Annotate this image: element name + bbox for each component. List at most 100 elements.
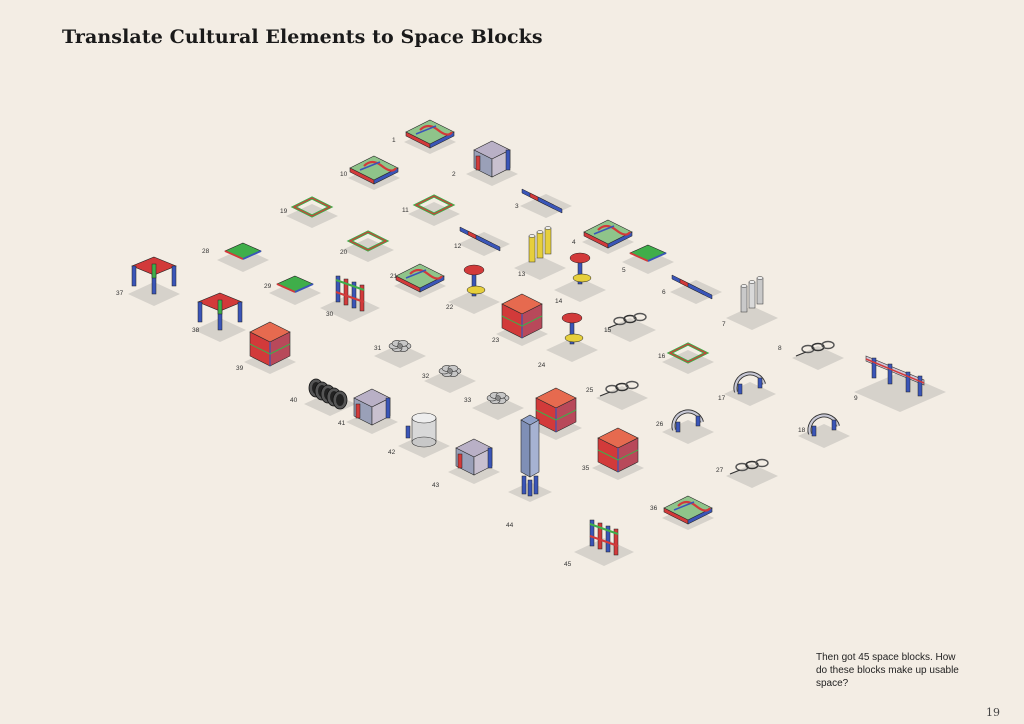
- block-shadow: [554, 278, 606, 302]
- space-block-15: [604, 312, 656, 342]
- block-shadow: [726, 464, 778, 488]
- page-title: Translate Cultural Elements to Space Blo…: [62, 26, 543, 48]
- block-number-label: 40: [290, 397, 298, 404]
- space-block-16: [662, 342, 714, 374]
- block-number-label: 16: [658, 353, 666, 360]
- block-shadow: [792, 346, 844, 370]
- space-block-43: [448, 438, 500, 484]
- space-block-5: [622, 244, 674, 274]
- block-shadow: [448, 290, 500, 314]
- space-block-17: [724, 371, 776, 406]
- space-block-41: [346, 388, 398, 434]
- space-block-34: [530, 387, 582, 440]
- space-block-26: [662, 409, 714, 444]
- space-block-31: [374, 340, 426, 368]
- block-number-label: 17: [718, 395, 726, 402]
- space-block-23: [496, 293, 548, 346]
- block-number-label: 13: [518, 271, 526, 278]
- block-number-label: 33: [464, 397, 472, 404]
- block-shadow: [596, 386, 648, 410]
- block-number-label: 44: [506, 522, 514, 529]
- block-number-label: 27: [716, 467, 724, 474]
- block-number-label: 18: [798, 427, 806, 434]
- block-number-label: 35: [582, 465, 590, 472]
- space-block-37: [128, 256, 180, 306]
- space-block-10: [348, 155, 400, 190]
- space-block-8: [792, 340, 844, 370]
- block-shadow: [472, 396, 524, 420]
- space-block-24: [546, 312, 598, 362]
- block-shadow: [374, 344, 426, 368]
- block-number-label: 2: [452, 171, 456, 178]
- block-number-label: 12: [454, 243, 462, 250]
- block-shadow: [424, 369, 476, 393]
- space-block-44: [508, 414, 552, 502]
- space-block-19: [286, 196, 338, 228]
- block-number-label: 4: [572, 239, 576, 246]
- space-block-36: [662, 495, 714, 530]
- block-number-label: 20: [340, 249, 348, 256]
- space-block-33: [472, 392, 524, 420]
- block-number-label: 24: [538, 362, 546, 369]
- space-block-40: [304, 378, 356, 416]
- space-block-13: [514, 226, 566, 280]
- space-block-32: [424, 365, 476, 393]
- space-block-45: [574, 519, 634, 566]
- space-block-20: [342, 230, 394, 262]
- block-number-label: 22: [446, 304, 454, 311]
- space-block-6: [670, 274, 722, 304]
- block-number-label: 6: [662, 289, 666, 296]
- space-block-4: [582, 219, 634, 254]
- closing-question: Then got 45 space blocks. How do these b…: [816, 652, 959, 689]
- block-number-label: 15: [604, 327, 612, 334]
- space-block-42: [398, 412, 450, 458]
- block-shadow: [662, 420, 714, 444]
- space-block-30: [320, 275, 380, 322]
- block-number-label: 8: [778, 345, 782, 352]
- block-shadow: [574, 538, 634, 566]
- block-number-label: 32: [422, 373, 430, 380]
- block-number-label: 7: [722, 321, 726, 328]
- space-block-25: [596, 380, 648, 410]
- block-number-label: 42: [388, 449, 396, 456]
- space-block-11: [408, 194, 460, 226]
- block-shadow: [320, 294, 380, 322]
- space-block-28: [217, 242, 269, 272]
- block-number-label: 21: [390, 273, 398, 280]
- block-number-label: 29: [264, 283, 272, 290]
- block-number-label: 45: [564, 561, 572, 568]
- block-number-label: 38: [192, 327, 200, 334]
- block-number-label: 37: [116, 290, 124, 297]
- block-number-label: 3: [515, 203, 519, 210]
- block-number-label: 23: [492, 337, 500, 344]
- block-number-label: 11: [402, 207, 409, 214]
- space-block-3: [520, 188, 572, 218]
- space-block-38: [194, 292, 246, 342]
- block-number-label: 14: [555, 298, 563, 305]
- block-shadow: [458, 232, 510, 256]
- block-shadow: [546, 338, 598, 362]
- block-number-label: 43: [432, 482, 440, 489]
- space-block-39: [244, 321, 296, 374]
- space-block-35: [592, 427, 644, 480]
- block-number-label: 39: [236, 365, 244, 372]
- block-shadow: [514, 256, 566, 280]
- space-block-27: [726, 458, 778, 488]
- space-block-7: [726, 276, 778, 330]
- space-block-14: [554, 252, 606, 302]
- block-shadow: [726, 306, 778, 330]
- block-number-label: 9: [854, 395, 858, 402]
- block-number-label: 26: [656, 421, 664, 428]
- block-number-label: 31: [374, 345, 382, 352]
- block-number-label: 25: [586, 387, 594, 394]
- block-number-label: 1: [392, 137, 396, 144]
- space-block-29: [269, 275, 321, 305]
- block-number-label: 19: [280, 208, 288, 215]
- block-number-label: 28: [202, 248, 210, 255]
- space-block-2: [466, 140, 518, 186]
- block-shadow: [520, 194, 572, 218]
- space-block-9: [854, 355, 946, 412]
- block-shadow: [670, 280, 722, 304]
- space-block-12: [458, 226, 510, 256]
